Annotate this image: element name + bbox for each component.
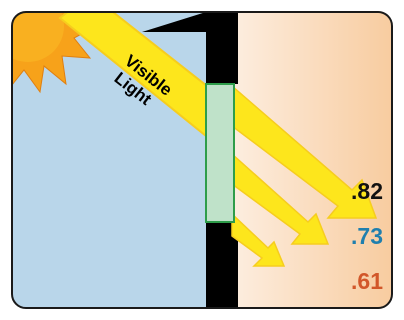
transmission-value-high: .82 — [351, 178, 383, 204]
transmitted-beam-73 — [231, 152, 330, 245]
diagram-border — [11, 11, 393, 309]
transmitted-beam-61 — [231, 212, 286, 267]
transmission-value-low: .61 — [351, 268, 383, 294]
transmitted-beam-82 — [231, 84, 378, 219]
transmitted-beams — [231, 84, 378, 267]
glass-pane — [205, 83, 235, 223]
transmission-value-mid: .73 — [351, 223, 383, 249]
